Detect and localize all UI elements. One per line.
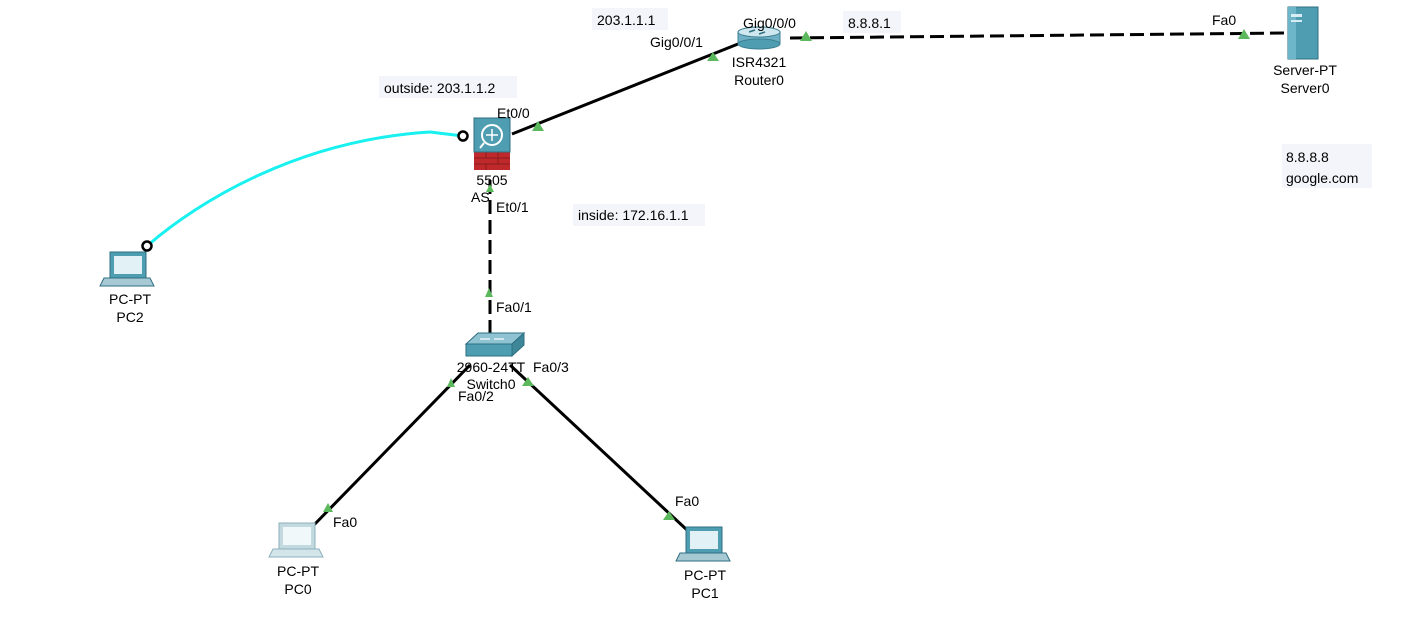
port-status-router-g000	[800, 31, 812, 41]
pc-icon-pc1[interactable]	[675, 526, 731, 562]
firewall-icon[interactable]	[473, 117, 511, 170]
google-ip-label: 8.8.8.8	[1286, 149, 1329, 165]
link-console-pc2-asa[interactable]	[146, 130, 464, 248]
asa-name-label: AS	[471, 189, 490, 205]
note-ip-8-8-8-1: 8.8.8.1	[848, 15, 891, 31]
port-label-asa-et01: Et0/1	[496, 199, 529, 215]
pc-icon-pc0[interactable]	[268, 522, 324, 558]
note-bg-8-8-8-1	[843, 11, 901, 33]
port-label-switch-fa01: Fa0/1	[496, 299, 532, 315]
link-asa-router[interactable]	[511, 42, 739, 136]
server-name-label: Server0	[1280, 80, 1329, 96]
pc0-name-label: PC0	[284, 581, 311, 597]
port-label-pc1-fa0: Fa0	[675, 493, 699, 509]
port-label-asa-et00: Et0/0	[497, 105, 530, 121]
pc-icon-pc2[interactable]	[99, 251, 155, 287]
pc2-model-label: PC-PT	[109, 291, 151, 307]
link-switch-pc0[interactable]	[310, 363, 472, 529]
asa-model-label: 5505	[476, 172, 507, 188]
port-status-asa-et01	[486, 184, 494, 192]
note-bg-inside	[573, 204, 705, 226]
switch-name-label: Switch0	[466, 376, 515, 392]
pc0-model-label: PC-PT	[277, 563, 319, 579]
server-model-label: Server-PT	[1273, 62, 1337, 78]
port-label-pc0-fa0: Fa0	[333, 514, 357, 530]
port-label-server-fa0: Fa0	[1212, 12, 1236, 28]
note-bg-outside	[379, 76, 517, 98]
pc1-name-label: PC1	[691, 585, 718, 601]
pc1-model-label: PC-PT	[684, 567, 726, 583]
switch-icon[interactable]	[464, 331, 526, 358]
router-model-label: ISR4321	[732, 54, 787, 70]
google-name-label: google.com	[1286, 170, 1358, 186]
port-status-switch-fa01	[485, 288, 493, 297]
router-icon[interactable]	[737, 26, 781, 50]
switch-model-label: 2960-24TT	[457, 359, 526, 375]
pc2-name-label: PC2	[116, 309, 143, 325]
port-label-switch-fa03: Fa0/3	[533, 359, 569, 375]
note-ip-203-1-1-1: 203.1.1.1	[597, 12, 656, 28]
server-icon[interactable]	[1287, 6, 1319, 60]
port-status-switch-fa03	[522, 377, 534, 386]
port-status-server-fa0	[1238, 29, 1250, 39]
link-switch-pc1[interactable]	[508, 363, 689, 532]
console-endpoint-asa	[457, 130, 469, 142]
port-status-asa-et00	[532, 121, 544, 131]
port-label-switch-fa02: Fa0/2	[458, 388, 494, 404]
port-status-switch-fa02	[447, 378, 455, 387]
note-inside: inside: 172.16.1.1	[578, 207, 689, 223]
port-label-router-g000: Gig0/0/0	[743, 15, 796, 31]
console-endpoint-pc2	[141, 240, 153, 252]
router-name-label: Router0	[734, 72, 784, 88]
note-bg-203-1-1-1	[592, 8, 668, 30]
port-status-pc1-fa0	[663, 511, 675, 520]
link-router-server[interactable]	[789, 31, 1289, 40]
note-outside: outside: 203.1.1.2	[384, 80, 496, 96]
note-bg-google	[1282, 144, 1372, 188]
port-status-pc0-fa0	[323, 503, 333, 512]
port-label-router-g001: Gig0/0/1	[650, 34, 703, 50]
port-status-router-g001	[707, 52, 719, 61]
